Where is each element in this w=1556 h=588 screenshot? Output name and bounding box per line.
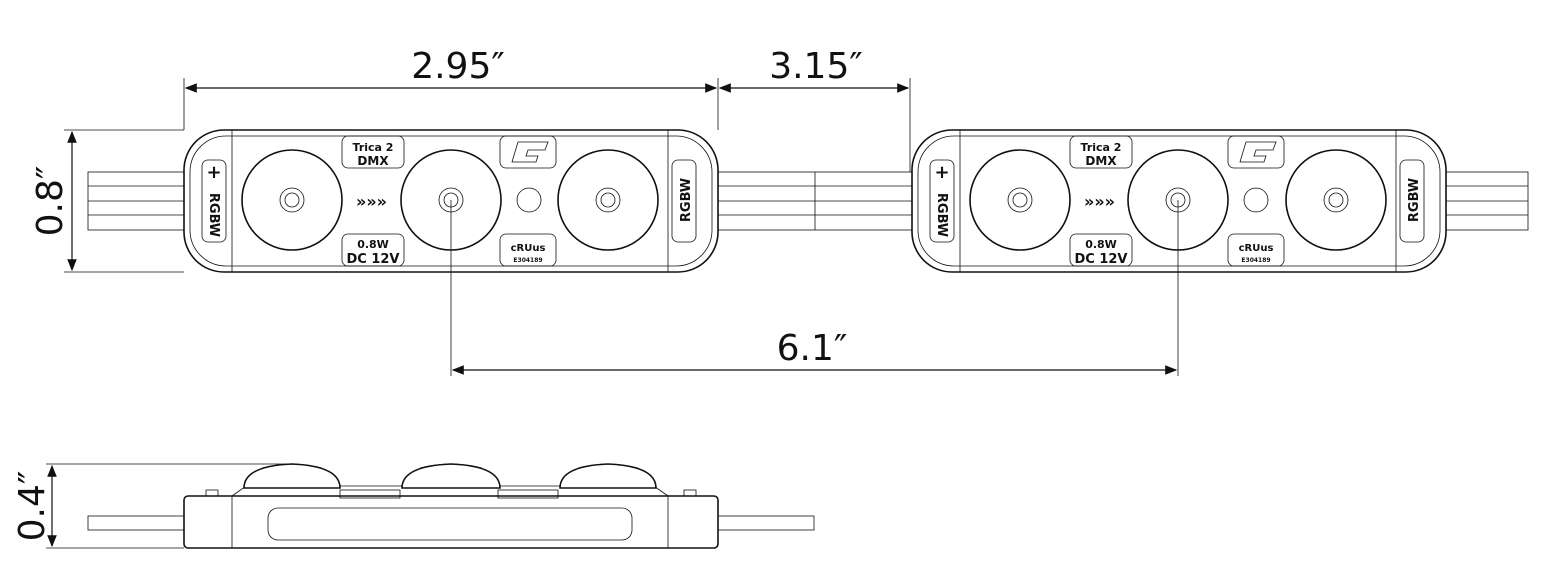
voltage-label: DC 12V	[346, 252, 399, 267]
color-label-left-2: RGBW	[934, 193, 949, 237]
dimension-module-spacing: 3.15″	[718, 46, 911, 172]
lens-1	[241, 149, 343, 251]
series-label-2: Trica 2	[1081, 141, 1122, 154]
module-height-label: 0.4″	[12, 471, 53, 542]
module-spacing-label: 3.15″	[769, 46, 863, 87]
led-module-side-view	[87, 463, 815, 549]
cert-number: E304189	[513, 257, 542, 264]
indicator-hole-2	[1243, 187, 1269, 213]
wire-bundle-right	[1439, 171, 1529, 231]
lens-pitch-label: 6.1″	[777, 328, 848, 369]
svg-text:cRUus: cRUus	[1239, 243, 1274, 254]
wire-bundle-middle	[715, 171, 919, 231]
direction-arrows-2: »»»	[1084, 192, 1115, 211]
lens-dome-3	[559, 463, 657, 489]
color-label-right-2: RGBW	[1407, 178, 1422, 222]
polarity-label: +	[206, 162, 221, 183]
color-label-left: RGBW	[206, 193, 221, 237]
dimension-lens-pitch: 6.1″	[450, 200, 1179, 376]
lens-dome-1	[243, 463, 341, 489]
control-label-2: DMX	[1085, 154, 1117, 168]
voltage-label-2: DC 12V	[1074, 252, 1127, 267]
dimension-module-height: 0.4″	[12, 463, 292, 549]
series-label: Trica 2	[353, 141, 394, 154]
indicator-hole	[516, 187, 542, 213]
color-label-right: RGBW	[679, 178, 694, 222]
dimension-module-length: 2.95″	[183, 46, 719, 130]
cert-mark-icon-2: cRUus E304189	[1227, 233, 1285, 267]
brand-logo-icon-2	[1227, 135, 1285, 169]
power-label-2: 0.8W	[1085, 238, 1117, 251]
control-label: DMX	[357, 154, 389, 168]
direction-arrows: »»»	[356, 192, 387, 211]
lens-3	[557, 149, 659, 251]
led-module-2: + RGBW RGBW »»» Trica 2 DMX 0.8W DC 12V	[911, 129, 1447, 273]
cert-number-2: E304189	[1241, 257, 1270, 264]
dimension-module-width: 0.8″	[30, 129, 184, 273]
polarity-label-2: +	[934, 162, 949, 183]
power-label: 0.8W	[357, 238, 389, 251]
cert-mark-icon: cRUus E304189	[499, 233, 557, 267]
lens-4	[969, 149, 1071, 251]
module-width-label: 0.8″	[30, 166, 71, 237]
module-length-label: 2.95″	[411, 46, 505, 87]
brand-logo-icon	[499, 135, 557, 169]
lens-dome-2	[401, 463, 501, 489]
lens-6	[1285, 149, 1387, 251]
svg-text:cRUus: cRUus	[511, 243, 546, 254]
